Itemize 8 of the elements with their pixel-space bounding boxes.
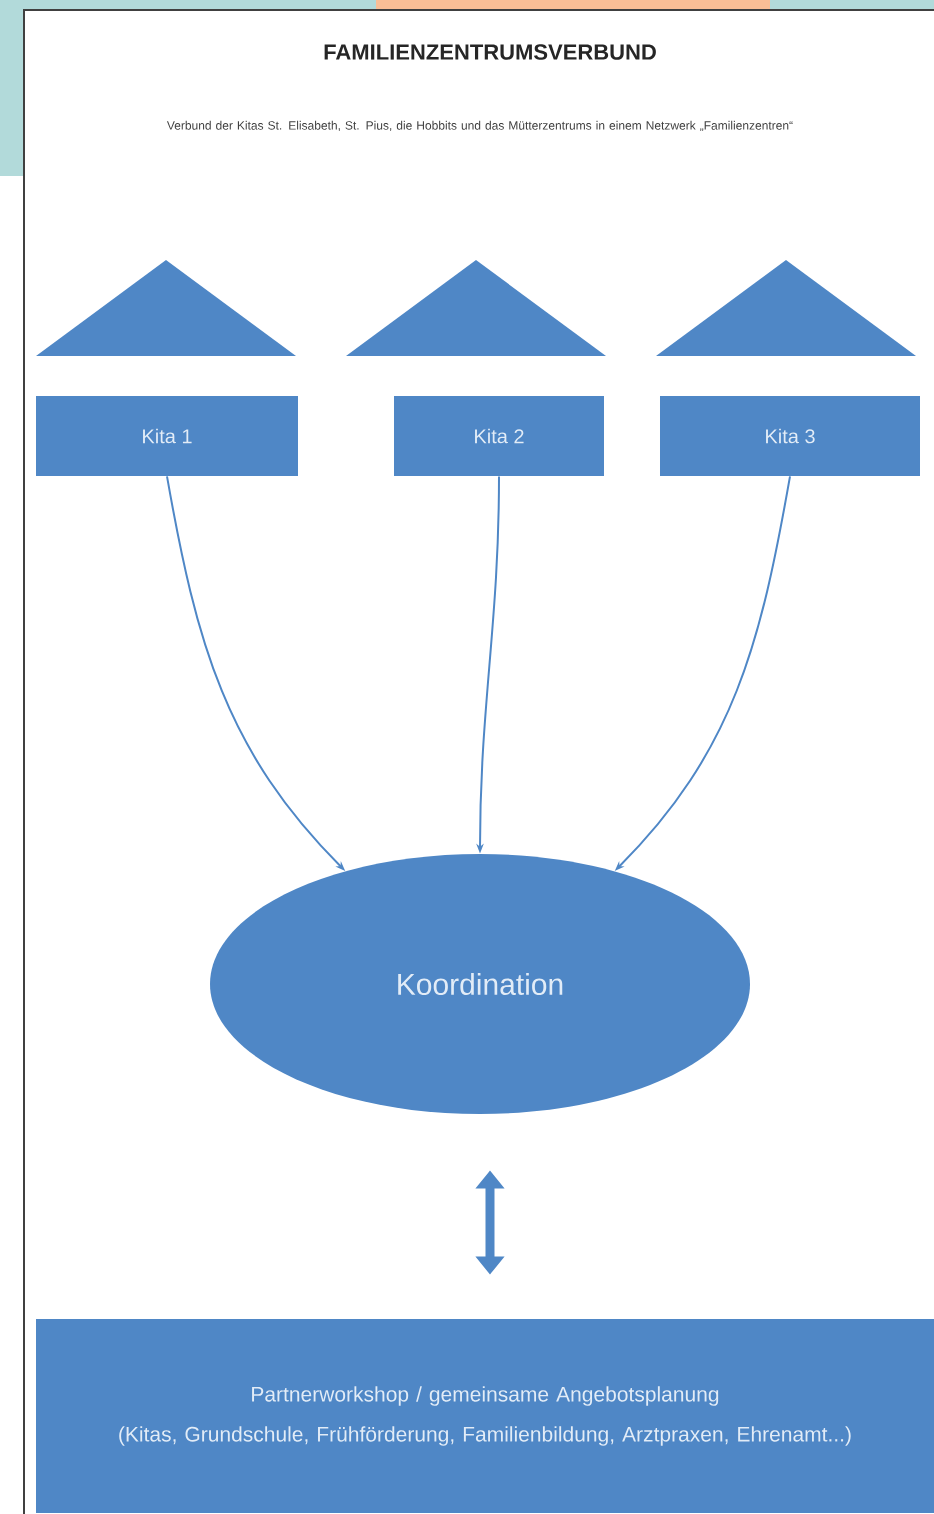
- roof-triangle: [656, 260, 916, 356]
- title: FAMILIENZENTRUMSVERBUND: [324, 44, 656, 60]
- kita-box: Kita 3: [660, 396, 920, 476]
- roof-triangle: [346, 260, 606, 356]
- roof-triangle: [36, 260, 296, 356]
- partner-box: Partnerworkshop / gemeinsame Angebotsplanung (Kitas, Grundschule, Frühförderung, Familienbildung, Arztpraxen, Ehrenamt...): [36, 1319, 934, 1513]
- kita-box: Kita 1: [36, 396, 298, 476]
- kita-box: Kita 2: [394, 396, 604, 476]
